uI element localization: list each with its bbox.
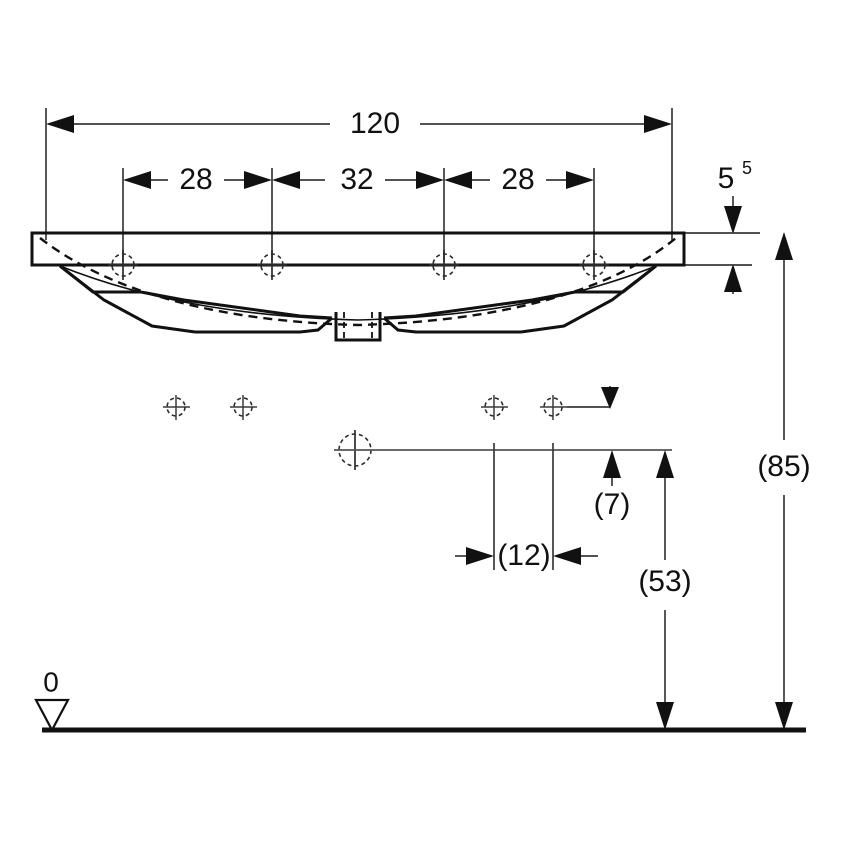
basin-left-outer-wall (59, 264, 196, 334)
reference-mark-right-b (540, 395, 567, 420)
arrowhead-53-down (656, 702, 674, 730)
reference-mark-right-a (481, 395, 508, 420)
tap-hole-mark-2 (257, 250, 287, 280)
arrowhead-28-left-end (244, 171, 272, 189)
basin-rim-slab (30, 231, 686, 267)
drop-height-label: (7) (594, 488, 631, 521)
arrowhead-12-left-inward (466, 547, 494, 565)
reference-mark-left-b (230, 395, 257, 420)
arrowhead-12-right-inward (553, 547, 581, 565)
horizontal-reference-line-group (334, 430, 672, 470)
arrowhead-53-up (656, 450, 674, 478)
lower-center-marks (163, 386, 619, 420)
arrowhead-down-indicator (601, 387, 619, 409)
drain-outlet-box (334, 312, 382, 342)
arrowhead-32-end (416, 171, 444, 189)
arrowhead-28-right-start (444, 171, 472, 189)
tap-hole-mark-4 (579, 250, 609, 280)
reference-circle-left-a (166, 397, 186, 417)
mid-height-label: (53) (638, 565, 691, 598)
reference-circle-left-b (233, 397, 253, 417)
reference-circle-right-a (484, 397, 504, 417)
right-segment-label: 28 (501, 163, 534, 196)
basin-right-outer-wall (520, 264, 657, 334)
projection-depth-dimension: (12) (455, 443, 598, 572)
floor-datum-group: 0 (34, 666, 806, 733)
rim-thickness-label: 5 (718, 162, 735, 195)
basin-left-inner-rim (140, 290, 333, 320)
overall-width-dimension: 120 (45, 107, 673, 240)
arrowhead-32-start (272, 171, 300, 189)
rim-thickness-superscript: 5 (742, 158, 752, 178)
overall-width-label: 120 (350, 107, 400, 140)
arrowhead-85-down (775, 702, 793, 730)
center-segment-label: 32 (340, 163, 373, 196)
basin-right-inner-rim (383, 290, 576, 320)
arrowhead-28-right-end (566, 171, 594, 189)
left-segment-label: 28 (179, 163, 212, 196)
drop-height-dimension: (7) (594, 450, 631, 521)
arrowhead-7-up (603, 450, 621, 478)
arrowhead-left-120 (46, 115, 74, 133)
reference-circle-right-b (543, 397, 563, 417)
total-height-label: (85) (757, 450, 810, 483)
washbasin-cross-section (30, 231, 686, 342)
arrowhead-85-up (775, 232, 793, 260)
projection-depth-label: (12) (497, 539, 550, 572)
basin-left-bottom (195, 316, 333, 334)
tap-hole-mark-1 (108, 250, 138, 280)
arrowhead-rim-down (724, 206, 742, 234)
tap-hole-spacing-dimensions: 28 32 28 (122, 163, 595, 262)
datum-label: 0 (43, 666, 59, 697)
reference-mark-left-a (163, 395, 190, 420)
total-height-dimension: (85) (757, 232, 811, 730)
tap-hole-mark-3 (429, 250, 459, 280)
arrowhead-right-120 (644, 115, 672, 133)
mid-height-dimension: (53) (638, 450, 692, 730)
basin-right-bottom (383, 316, 521, 334)
arrowhead-rim-up (724, 264, 742, 292)
bowl-inner-hidden-profile (39, 237, 677, 327)
tap-hole-center-marks (108, 250, 609, 280)
arrowhead-28-left-start (123, 171, 151, 189)
